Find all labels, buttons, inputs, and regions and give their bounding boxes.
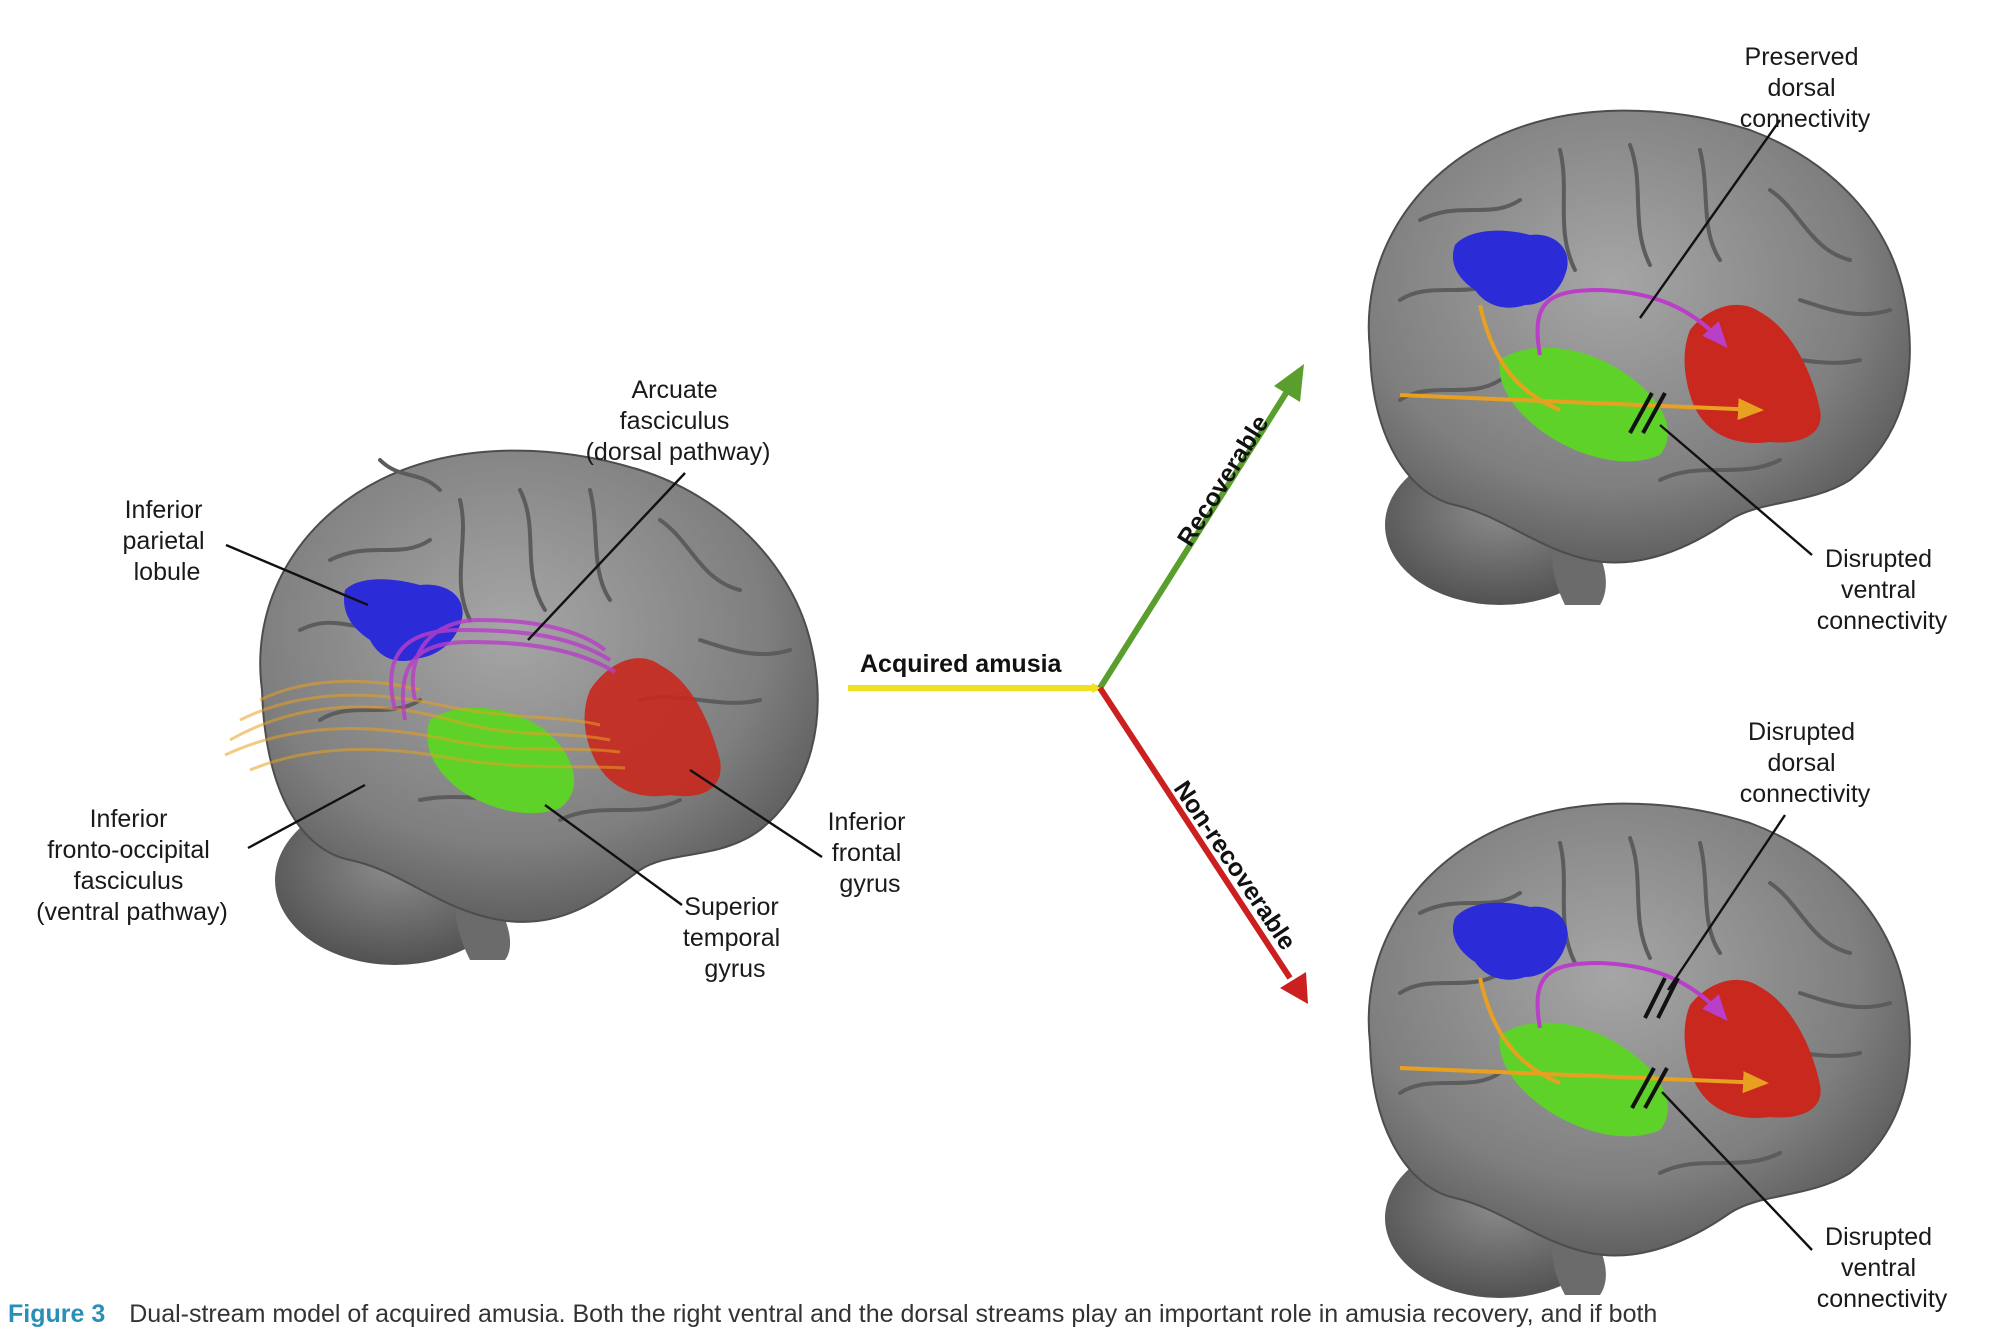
tr-dorsal-arrow (1535, 287, 1728, 356)
label-br-dorsal: Disrupted dorsal connectivity (1740, 718, 1871, 808)
tr-cortex (1367, 109, 1911, 564)
leader-br-dorsal (1667, 814, 1786, 991)
leader-br-ventral (1661, 1091, 1813, 1251)
label-ifof: Inferior fronto-occipital fasciculus (ve… (36, 805, 228, 926)
nonrecoverable-arrow (1097, 686, 1293, 980)
center-arrows (848, 364, 1308, 1004)
leader-inferior-parietal (225, 543, 369, 607)
label-arcuate: Arcuate fasciculus (dorsal pathway) (586, 376, 771, 466)
leader-ifof (247, 783, 366, 850)
label-br-ventral: Disrupted ventral connectivity (1817, 1223, 1948, 1313)
leader-arcuate (527, 472, 686, 641)
br-ventral-arrow (1399, 1066, 1769, 1094)
leader-inferior-frontal (689, 768, 823, 859)
left-parietal-region (344, 579, 463, 661)
left-dorsal-tract (389, 617, 617, 721)
leader-tr-ventral (1659, 424, 1813, 556)
label-inferior-frontal: Inferior frontal gyrus (828, 808, 913, 898)
top-right-brain (1367, 109, 1911, 605)
left-cortex (259, 449, 819, 923)
figure-number: Figure 3 (8, 1300, 106, 1328)
tr-parietal-region (1452, 230, 1568, 308)
left-ventral-tract (224, 679, 626, 772)
recoverable-arrowhead (1274, 364, 1304, 402)
tr-ventral-break (1628, 392, 1667, 434)
label-acquired-amusia: Acquired amusia (860, 650, 1063, 678)
label-superior-temporal: Superior temporal gyrus (683, 893, 787, 983)
br-dorsal-break (1643, 977, 1680, 1019)
figure-caption: Figure 3 Dual-stream model of acquired am… (8, 1300, 1998, 1334)
label-nonrecoverable: Non-recoverable (1168, 776, 1302, 955)
label-tr-ventral: Disrupted ventral connectivity (1817, 545, 1948, 635)
nonrecoverable-arrowhead (1280, 972, 1308, 1004)
bottom-right-brain (1367, 802, 1911, 1298)
label-tr-dorsal: Preserved dorsal connectivity (1740, 43, 1871, 133)
tr-ventral-arrow (1399, 393, 1764, 421)
leader-tr-dorsal (1639, 119, 1781, 319)
br-ventral-break (1630, 1067, 1669, 1109)
recoverable-arrow (1097, 388, 1291, 690)
br-parietal-region (1452, 902, 1568, 980)
br-cortex (1367, 802, 1911, 1257)
left-brain (224, 449, 819, 965)
leader-superior-temporal (544, 804, 683, 906)
br-temporal-region (1499, 1022, 1668, 1137)
br-dorsal-arrow (1535, 960, 1728, 1029)
caption-text: Dual-stream model of acquired amusia. Bo… (129, 1300, 1658, 1328)
left-frontal-region (584, 658, 721, 797)
label-recoverable: Recoverable (1172, 410, 1275, 551)
label-inferior-parietal: Inferior parietal lobule (123, 496, 212, 586)
